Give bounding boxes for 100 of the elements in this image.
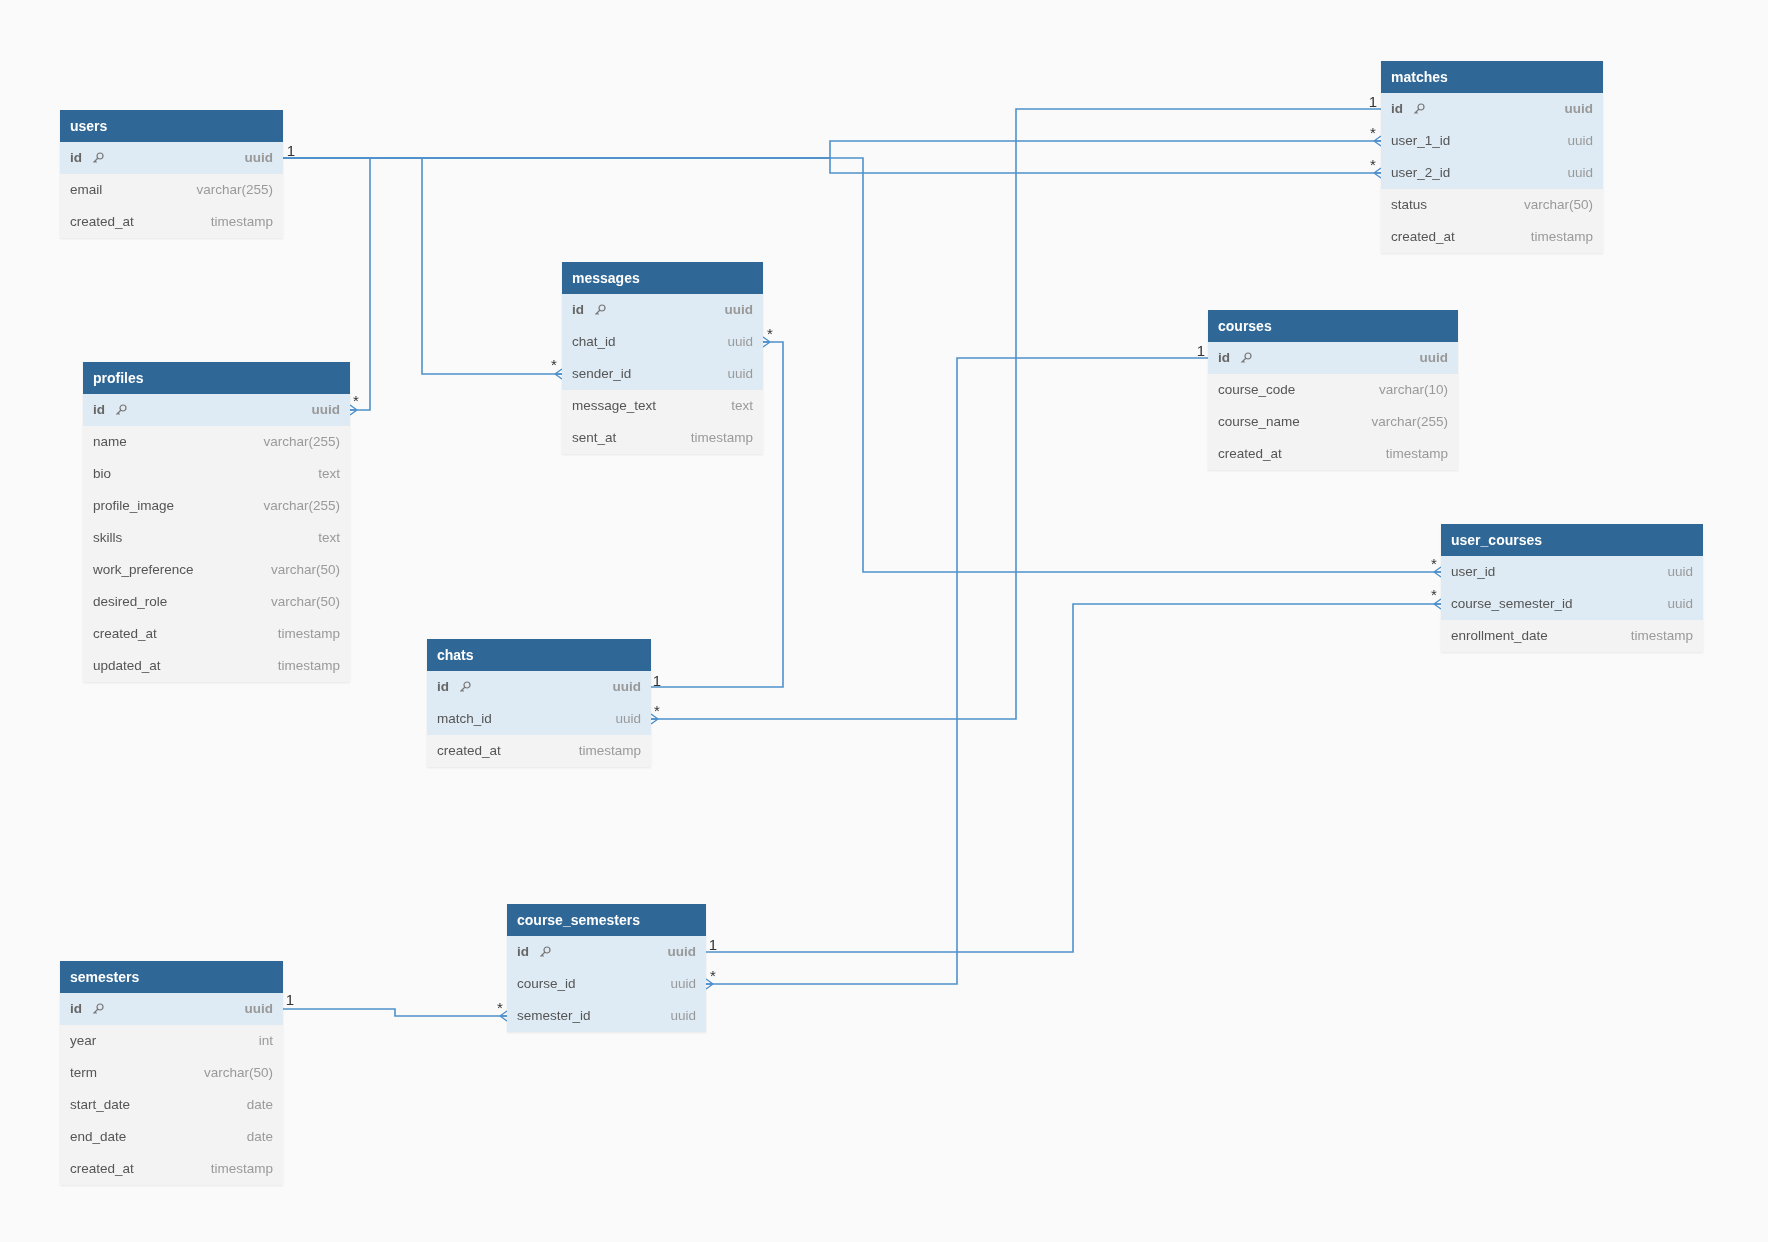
- column-type: varchar(50): [270, 562, 340, 578]
- column-name: id: [70, 150, 82, 166]
- column-name: email: [70, 182, 103, 198]
- column-name: id: [517, 944, 529, 960]
- column-type: timestamp: [1385, 446, 1448, 462]
- table-header: chats: [427, 639, 651, 671]
- table-header: matches: [1381, 61, 1603, 93]
- column-type: date: [246, 1097, 273, 1113]
- column-type: timestamp: [1630, 628, 1693, 644]
- column-type: varchar(255): [1371, 414, 1448, 430]
- column-type: timestamp: [578, 743, 641, 759]
- column-name: chat_id: [572, 334, 616, 350]
- column-row: [1441, 556, 1703, 588]
- column-row: [1441, 620, 1703, 652]
- column-type: uuid: [244, 150, 273, 166]
- column-row: [60, 142, 283, 174]
- column-type: varchar(50): [270, 594, 340, 610]
- column-type: varchar(10): [1378, 382, 1448, 398]
- column-row: [507, 936, 706, 968]
- cardinality-label: 1: [652, 672, 662, 688]
- column-name: course_id: [517, 976, 576, 992]
- column-name: work_preference: [93, 562, 194, 578]
- column-name: end_date: [70, 1129, 127, 1145]
- column-name: name: [93, 434, 127, 450]
- column-name: created_at: [70, 214, 134, 230]
- column-type: text: [318, 530, 340, 546]
- column-row: [427, 703, 651, 735]
- column-row: [562, 358, 763, 390]
- cardinality-label: *: [1431, 586, 1437, 602]
- column-type: varchar(255): [263, 434, 340, 450]
- column-type: text: [318, 466, 340, 482]
- column-type: uuid: [612, 679, 641, 695]
- column-type: uuid: [1564, 101, 1593, 117]
- column-type: timestamp: [690, 430, 753, 446]
- column-name: course_code: [1218, 382, 1296, 398]
- entity-table: [60, 961, 283, 1185]
- column-type: uuid: [311, 402, 340, 418]
- cardinality-label: *: [767, 325, 773, 341]
- column-name: created_at: [1391, 229, 1455, 245]
- cardinality-label: *: [551, 356, 557, 372]
- entity-table: [1208, 310, 1458, 470]
- table-header: profiles: [83, 362, 350, 394]
- cardinality-label: 1: [1196, 342, 1206, 358]
- column-name: year: [70, 1033, 97, 1049]
- column-type: text: [731, 398, 753, 414]
- cardinality-label: 1: [1368, 93, 1378, 109]
- column-type: date: [246, 1129, 273, 1145]
- column-name: enrollment_date: [1451, 628, 1548, 644]
- column-row: [427, 735, 651, 767]
- column-type: varchar(255): [196, 182, 273, 198]
- column-name: id: [93, 402, 105, 418]
- entity-table: [1441, 524, 1703, 652]
- column-name: course_name: [1218, 414, 1300, 430]
- column-type: uuid: [727, 334, 753, 350]
- table-header: users: [60, 110, 283, 142]
- table-header: course_semesters: [507, 904, 706, 936]
- column-type: uuid: [667, 944, 696, 960]
- column-name: id: [1218, 350, 1230, 366]
- entity-table: [1381, 61, 1603, 253]
- column-name: created_at: [1218, 446, 1282, 462]
- column-row: [1381, 189, 1603, 221]
- table-header: semesters: [60, 961, 283, 993]
- column-row: [60, 1025, 283, 1057]
- column-name: created_at: [70, 1161, 134, 1177]
- column-name: user_2_id: [1391, 165, 1451, 181]
- column-name: message_text: [572, 398, 657, 414]
- column-type: timestamp: [277, 658, 340, 674]
- column-type: timestamp: [210, 214, 273, 230]
- column-type: varchar(50): [203, 1065, 273, 1081]
- column-name: id: [70, 1001, 82, 1017]
- column-name: match_id: [437, 711, 492, 727]
- cardinality-label: *: [1431, 555, 1437, 571]
- column-name: status: [1391, 197, 1428, 213]
- column-type: uuid: [1667, 596, 1693, 612]
- column-type: uuid: [1419, 350, 1448, 366]
- column-type: timestamp: [277, 626, 340, 642]
- column-name: term: [70, 1065, 97, 1081]
- column-name: skills: [93, 530, 123, 546]
- column-name: id: [572, 302, 584, 318]
- column-name: created_at: [93, 626, 157, 642]
- column-row: [60, 174, 283, 206]
- cardinality-label: 1: [286, 142, 296, 158]
- column-name: updated_at: [93, 658, 161, 674]
- column-row: [83, 426, 350, 458]
- column-name: user_id: [1451, 564, 1496, 580]
- column-name: id: [1391, 101, 1403, 117]
- cardinality-label: *: [353, 392, 359, 408]
- column-row: [83, 394, 350, 426]
- column-type: uuid: [727, 366, 753, 382]
- column-name: sent_at: [572, 430, 617, 446]
- cardinality-label: *: [654, 702, 660, 718]
- column-type: uuid: [1567, 165, 1593, 181]
- column-type: uuid: [244, 1001, 273, 1017]
- entity-table: [562, 262, 763, 454]
- table-header: messages: [562, 262, 763, 294]
- column-name: course_semester_id: [1451, 596, 1573, 612]
- table-header: user_courses: [1441, 524, 1703, 556]
- column-row: [507, 1000, 706, 1032]
- column-type: uuid: [670, 976, 696, 992]
- cardinality-label: 1: [708, 936, 718, 952]
